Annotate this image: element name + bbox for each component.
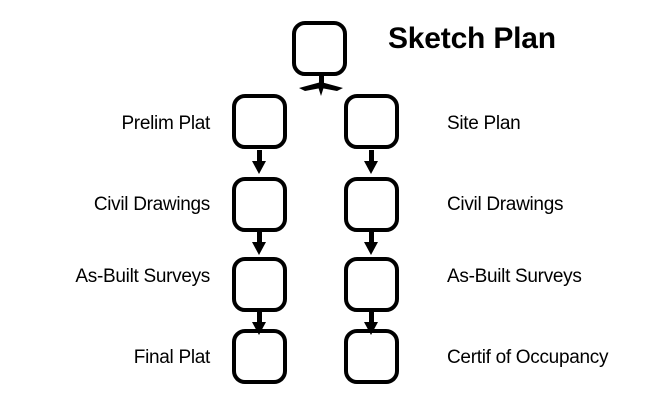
plat-track-label-3: As-Built Surveys [75, 266, 210, 287]
arrow-left-3-icon [251, 311, 267, 337]
plat-track-label-2: Civil Drawings [93, 194, 210, 215]
plat-track-box-4[interactable] [232, 329, 287, 384]
sketch-plan-box[interactable] [292, 21, 347, 76]
site-track-label-1: Site Plan [447, 113, 521, 134]
plat-track-box-3[interactable] [232, 257, 287, 312]
branch-connector-icon [295, 76, 347, 96]
arrow-right-1-icon [363, 150, 379, 176]
site-track-label-4: Certif of Occupancy [447, 347, 609, 368]
arrow-right-3-icon [363, 311, 379, 337]
arrow-left-1-icon [251, 150, 267, 176]
page-title: Sketch Plan [388, 22, 556, 55]
plat-track-box-1[interactable] [232, 94, 287, 149]
plat-track-label-4: Final Plat [133, 347, 211, 368]
site-track-box-3[interactable] [344, 257, 399, 312]
site-track-box-2[interactable] [344, 177, 399, 232]
plat-track-box-2[interactable] [232, 177, 287, 232]
site-track-box-4[interactable] [344, 329, 399, 384]
site-track-box-1[interactable] [344, 94, 399, 149]
site-track-label-2: Civil Drawings [447, 194, 564, 215]
arrow-left-2-icon [251, 231, 267, 257]
site-track-label-3: As-Built Surveys [447, 266, 582, 287]
arrow-right-2-icon [363, 231, 379, 257]
plat-track-label-1: Prelim Plat [121, 113, 210, 134]
